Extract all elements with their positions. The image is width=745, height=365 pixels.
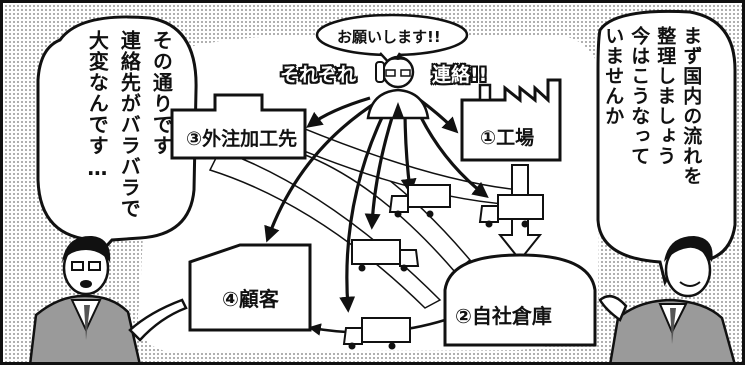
- node-factory-label: ①工場: [480, 127, 535, 149]
- factory-building: [460, 78, 562, 162]
- truck-icon: [351, 239, 420, 272]
- node-contractor-label: ③外注加工先: [186, 128, 298, 150]
- speech-right-line2: 整理しましょう: [654, 26, 677, 166]
- speech-top-text: お願いします!!: [337, 28, 441, 46]
- arrow-to-customer: [264, 98, 381, 243]
- speech-left-line3: 大変なんです…: [85, 30, 110, 181]
- contractor-building: [170, 93, 307, 160]
- node-warehouse-label: ②自社倉庫: [455, 304, 552, 328]
- man-right: [598, 236, 737, 365]
- speech-bubble-left: [36, 15, 198, 267]
- man-left: [28, 235, 188, 365]
- truck-icon: [388, 184, 451, 218]
- truck-icon: [478, 194, 544, 228]
- arrow-to-contractor: [306, 96, 371, 128]
- arrow-to-truck-bottom: [339, 104, 390, 313]
- warehouse-building: [443, 253, 597, 347]
- arrow-to-truck-left: [364, 107, 397, 230]
- sfx-contact: 連絡!!: [432, 64, 488, 86]
- speech-right-line4: いませんか: [602, 26, 625, 126]
- node-customer-label: ④顧客: [222, 287, 279, 311]
- speech-right-line3: 今はこうなって: [628, 26, 651, 166]
- speech-left-line2: 連絡先がバラバラで: [117, 30, 142, 219]
- speech-right-line1: まず国内の流れを: [680, 26, 703, 186]
- person-on-phone: [366, 55, 430, 120]
- speech-left-line1: その通りです: [149, 30, 174, 156]
- phone-icon: [375, 61, 385, 83]
- sfx-each: それぞれ: [280, 64, 357, 86]
- truck-icon: [342, 317, 411, 350]
- customer-building: [188, 243, 312, 332]
- speech-bubble-right: [596, 9, 737, 287]
